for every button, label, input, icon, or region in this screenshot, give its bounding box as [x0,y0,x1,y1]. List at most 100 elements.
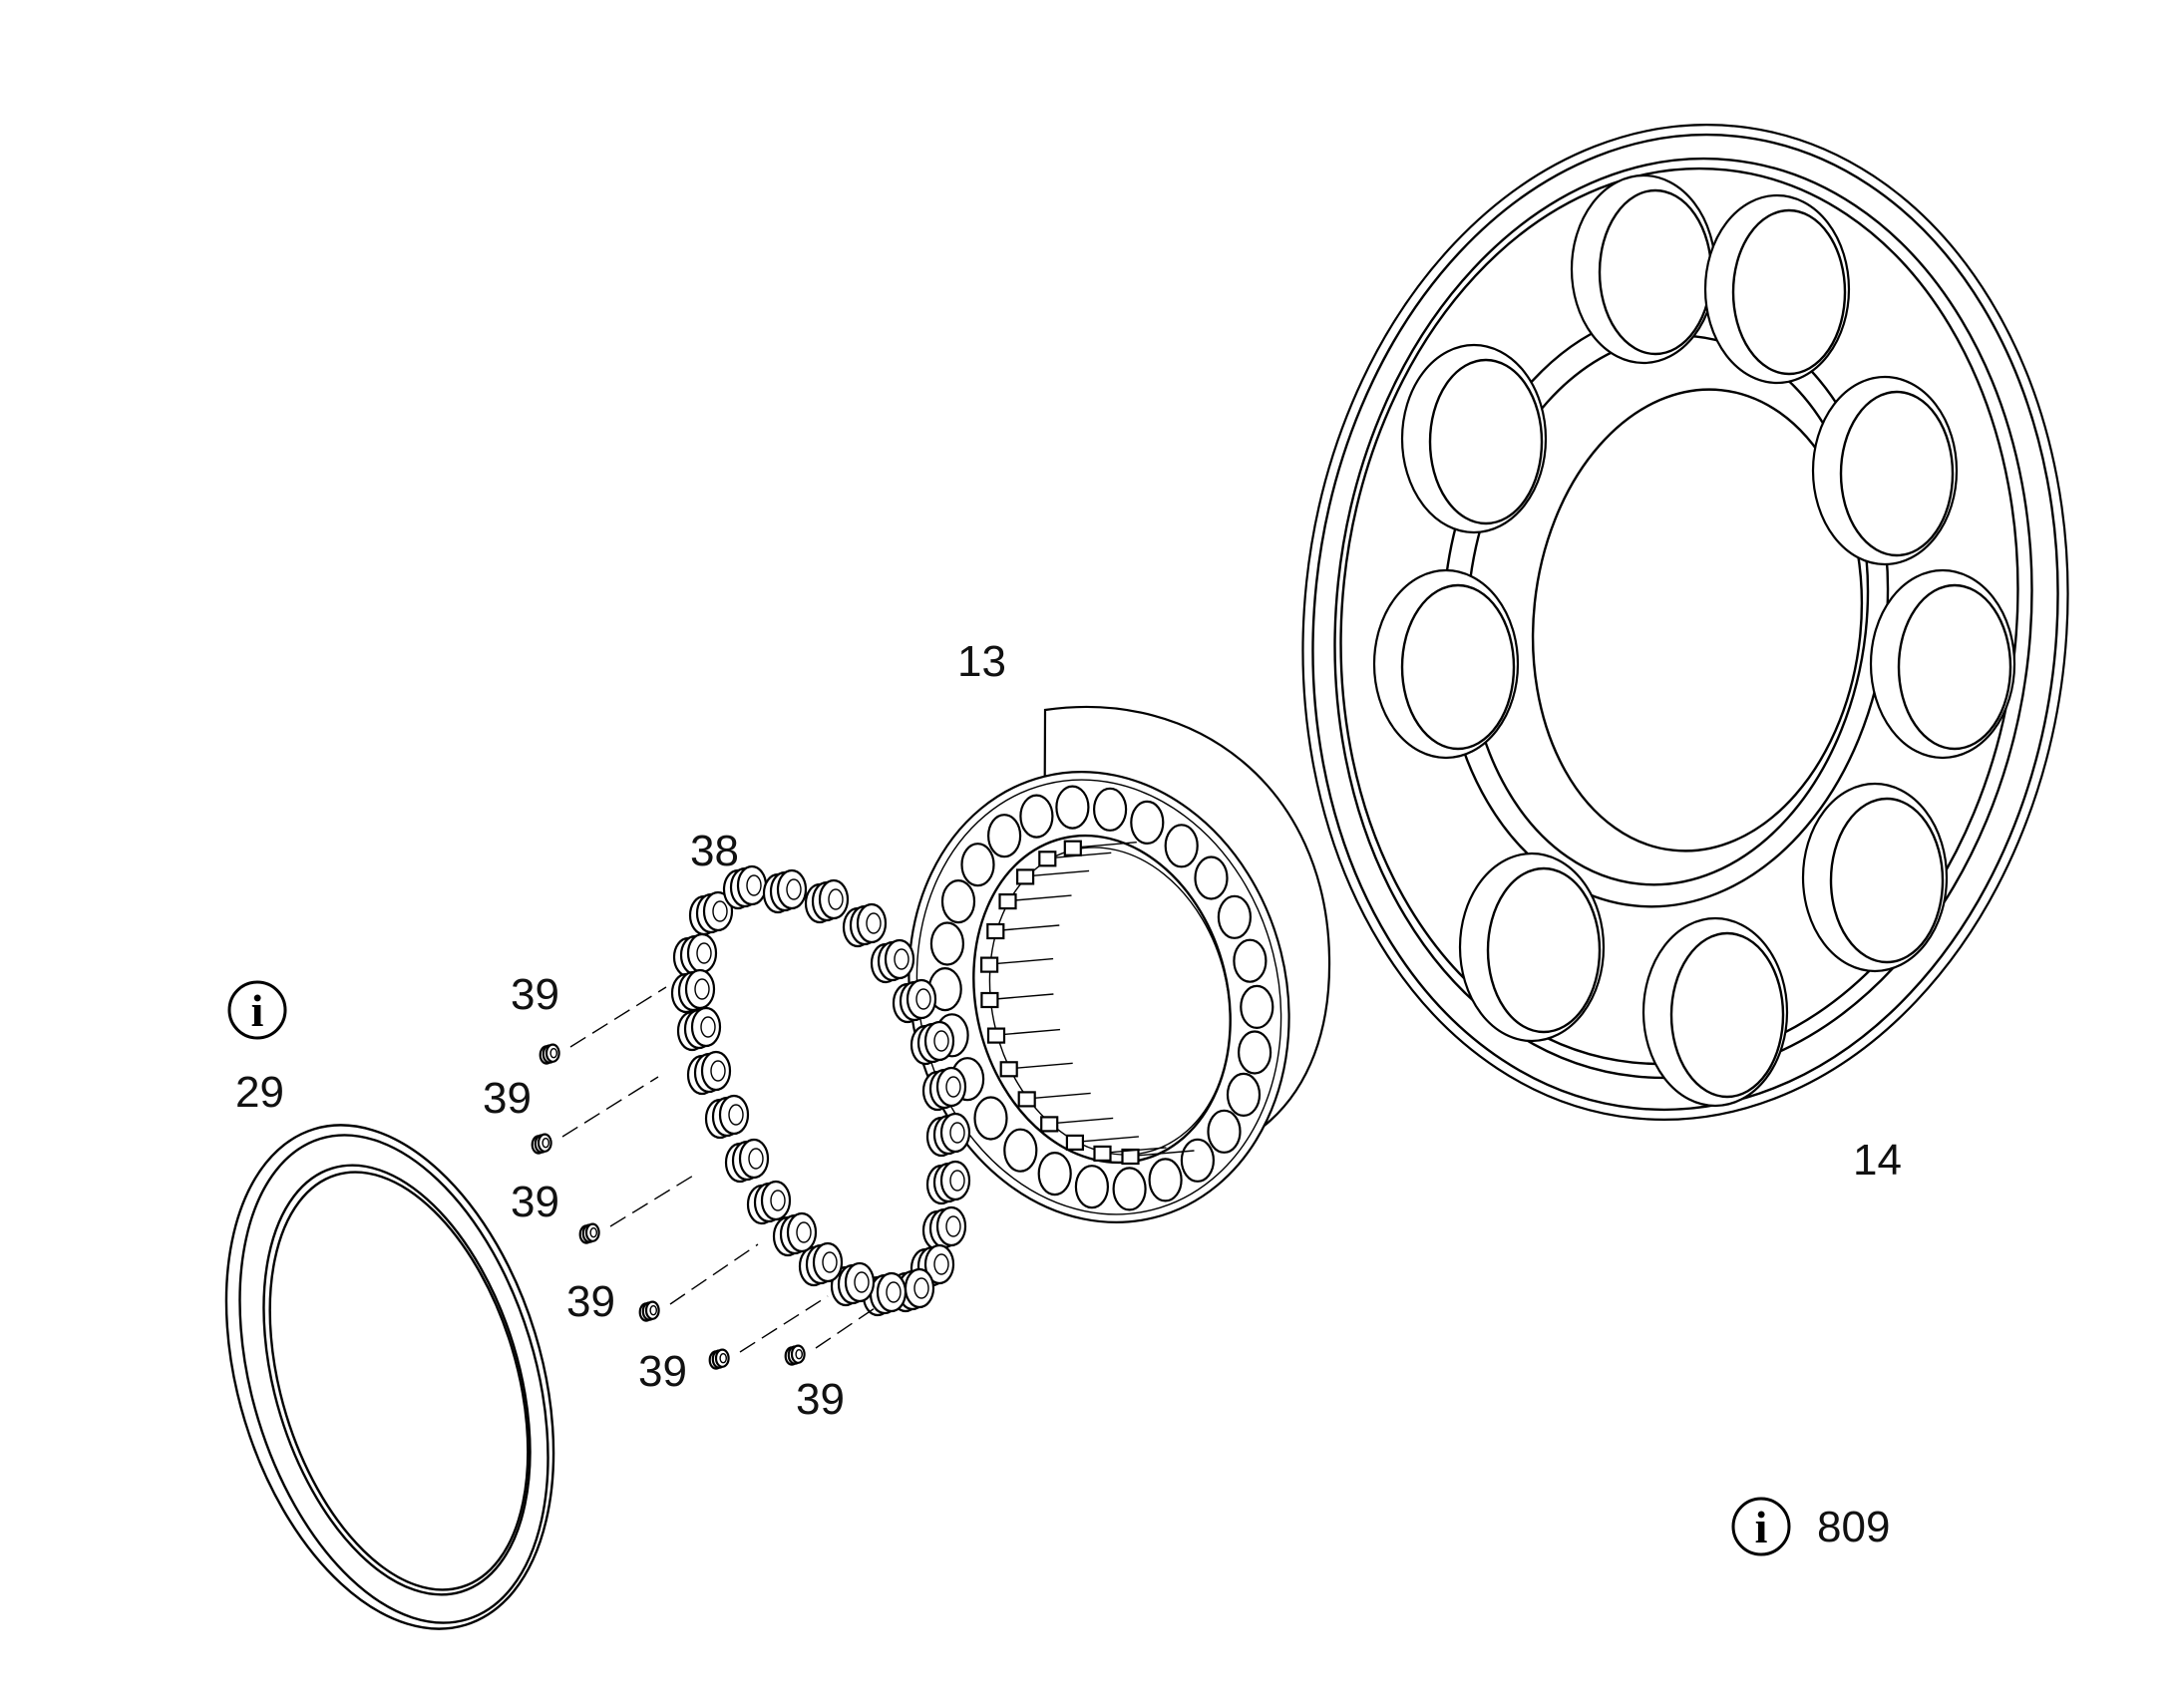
roller [1074,1165,1110,1209]
roller [1003,1128,1038,1173]
cylinder-bore-inner [1486,866,1602,1034]
cylinder-bore [1801,782,1949,973]
roller [960,843,995,887]
coil-spring [688,890,734,936]
cylinder-bore [1869,568,2016,760]
roller [1092,787,1128,832]
spline-tooth-end [1017,1091,1036,1108]
spline-tooth-end [986,922,1005,940]
coil-spring [746,1180,792,1225]
info-icon: i [227,980,287,1040]
leader-line [815,1305,879,1349]
roller [1112,1167,1147,1211]
roller [1207,1109,1242,1154]
part-label-29: 29 [235,1068,284,1117]
roller [1233,938,1268,983]
coil-spring [909,1020,955,1066]
cylinder-bore-inner [1829,797,1945,964]
cylinder-bore [1400,343,1548,534]
part-14-cylinder-block [1301,124,2069,1121]
coil-spring [704,1094,750,1140]
roller [1237,1030,1272,1075]
roller [973,1096,1008,1141]
cylinder-bores [1372,173,2016,1108]
coil-spring [686,1050,732,1096]
spline-tooth-end [979,956,999,973]
spline-tooth-end [1093,1145,1112,1163]
cylinder-bore [1641,916,1789,1108]
coil-spring [921,1205,967,1251]
cylinder-bore-inner [1400,583,1516,751]
part-label-13: 13 [957,637,1006,686]
coil-spring [892,978,937,1024]
part-label-39: 39 [483,1074,532,1123]
small-spring [708,1348,730,1370]
cylinder-bore [1458,852,1606,1043]
part-38-spring-ring [670,864,971,1317]
part-39-springs [531,986,879,1370]
spline-tooth-end [1065,1134,1085,1152]
leader-line [739,1295,829,1353]
coil-spring [925,1112,971,1158]
roller [929,921,965,966]
roller [1037,1151,1072,1196]
cylinder-bore [1811,375,1959,566]
spline-tooth-end [980,991,999,1009]
small-spring [784,1344,806,1366]
spline-tooth-end [1015,868,1035,885]
roller [1055,785,1090,830]
coil-spring [772,1211,818,1257]
spline-tooth-end [1038,851,1057,867]
spline-tooth-end [999,1061,1018,1078]
part-label-39: 39 [796,1375,845,1424]
info-icon-glyph: i [251,985,264,1036]
cylinder-bore-inner [1839,390,1955,557]
small-spring [638,1300,660,1322]
roller [1240,984,1274,1030]
part-label-39: 39 [638,1347,687,1396]
coil-spring [870,938,915,984]
cylinder-bore-inner [1897,583,2012,751]
roller [940,878,976,924]
cylinder-bore-inner [1428,358,1544,525]
part-29-ring [224,1124,555,1630]
roller [1194,855,1229,900]
roller [1130,800,1165,846]
coil-spring [724,1138,770,1184]
part-label-39: 39 [511,970,559,1019]
coil-spring [842,902,888,948]
coil-spring [830,1261,876,1307]
leader-line [569,986,667,1048]
spline-tooth-end [1040,1116,1059,1133]
coil-spring [921,1066,967,1112]
ring-rollers [927,785,1274,1211]
coil-spring [798,1241,844,1287]
coil-spring [676,1006,722,1052]
roller [1226,1072,1262,1118]
coil-spring [670,968,716,1014]
info-icon: i [1731,1497,1791,1556]
small-spring [539,1043,560,1065]
part-label-39: 39 [511,1178,559,1226]
roller [986,814,1022,858]
leader-line [609,1172,699,1227]
cylinder-bore-inner [1669,931,1785,1099]
leader-line [669,1243,759,1305]
part-label-14: 14 [1853,1136,1902,1185]
coil-spring [722,864,768,910]
part-label-39: 39 [566,1277,615,1326]
inner-splines [979,840,1195,1166]
coil-spring [762,868,808,914]
part-13-spline-ring [908,705,1331,1223]
cylinder-bore [1570,173,1717,365]
spline-tooth-end [986,1027,1006,1044]
part-label-38: 38 [690,827,739,875]
leader-line [561,1076,659,1138]
spline-tooth-end [1063,840,1082,856]
roller [1180,1138,1216,1183]
coil-spring [804,878,850,924]
roller [1217,894,1253,939]
reference-number: 809 [1817,1503,1890,1551]
spline-tooth-end [998,892,1017,910]
